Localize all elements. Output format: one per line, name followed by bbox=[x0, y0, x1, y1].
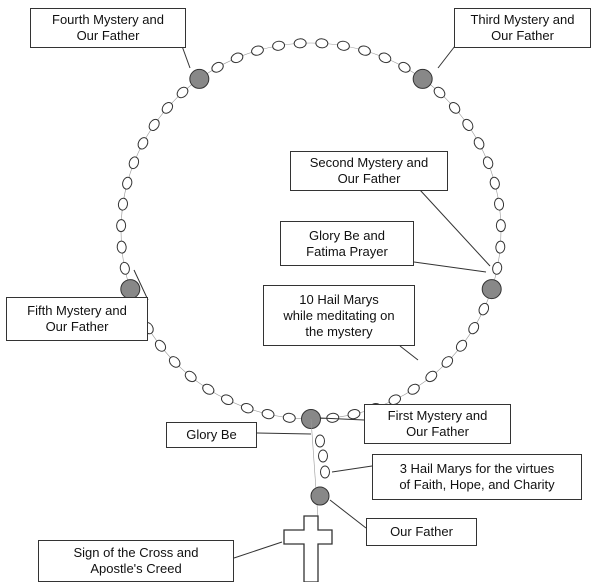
small-bead bbox=[462, 118, 474, 131]
small-bead bbox=[388, 394, 402, 406]
small-bead bbox=[272, 40, 286, 51]
small-bead bbox=[154, 339, 167, 352]
small-bead bbox=[122, 176, 133, 190]
small-bead bbox=[326, 412, 340, 423]
small-bead bbox=[448, 101, 461, 114]
leader-line bbox=[437, 45, 456, 69]
small-bead bbox=[168, 356, 181, 368]
small-bead bbox=[494, 197, 505, 211]
small-bead bbox=[489, 176, 500, 190]
small-bead bbox=[211, 61, 224, 73]
small-bead bbox=[148, 118, 160, 131]
small-bead bbox=[347, 409, 361, 420]
small-bead bbox=[251, 45, 264, 56]
small-bead bbox=[398, 61, 411, 73]
small-bead bbox=[482, 156, 494, 170]
small-bead bbox=[492, 261, 503, 275]
small-bead bbox=[117, 197, 128, 211]
label-glory-be-fatima: Glory Be and Fatima Prayer bbox=[280, 221, 414, 266]
small-bead bbox=[161, 101, 174, 114]
small-bead bbox=[320, 465, 330, 479]
label-glory-be: Glory Be bbox=[166, 422, 257, 448]
small-bead bbox=[495, 240, 506, 254]
small-bead bbox=[455, 339, 468, 352]
large-bead bbox=[412, 68, 433, 89]
label-sign-of-cross: Sign of the Cross and Apostle's Creed bbox=[38, 540, 234, 582]
small-bead bbox=[407, 383, 420, 395]
small-bead bbox=[230, 52, 244, 64]
small-bead bbox=[116, 240, 127, 254]
large-bead bbox=[189, 68, 210, 89]
small-bead bbox=[220, 394, 234, 406]
leader-line bbox=[233, 541, 283, 559]
label-second-mystery: Second Mystery and Our Father bbox=[290, 151, 448, 191]
large-bead bbox=[120, 279, 141, 300]
leader-line bbox=[256, 432, 312, 435]
small-bead bbox=[441, 356, 454, 368]
label-third-mystery: Third Mystery and Our Father bbox=[454, 8, 591, 48]
label-fourth-mystery: Fourth Mystery and Our Father bbox=[30, 8, 186, 48]
label-three-hail-marys: 3 Hail Marys for the virtues of Faith, H… bbox=[372, 454, 582, 500]
small-bead bbox=[282, 412, 296, 423]
small-bead bbox=[358, 45, 371, 56]
small-bead bbox=[315, 38, 329, 49]
small-bead bbox=[240, 402, 254, 414]
label-our-father: Our Father bbox=[366, 518, 477, 546]
rosary-pendant bbox=[310, 418, 330, 519]
large-bead bbox=[481, 279, 502, 300]
small-bead bbox=[116, 219, 127, 233]
small-bead bbox=[433, 86, 446, 99]
small-bead bbox=[318, 449, 328, 463]
small-bead bbox=[495, 219, 506, 233]
label-first-mystery: First Mystery and Our Father bbox=[364, 404, 511, 444]
crucifix-icon bbox=[283, 515, 333, 582]
crucifix-shape bbox=[283, 515, 333, 582]
small-bead bbox=[473, 137, 485, 150]
small-bead bbox=[119, 261, 130, 275]
leader-line bbox=[319, 417, 365, 421]
small-bead bbox=[184, 370, 197, 383]
label-fifth-mystery: Fifth Mystery and Our Father bbox=[6, 297, 148, 341]
small-bead bbox=[176, 86, 189, 99]
leader-line bbox=[419, 189, 491, 267]
leader-line bbox=[331, 465, 373, 473]
leader-lines bbox=[133, 45, 491, 559]
label-ten-hail-marys: 10 Hail Marys while meditating on the my… bbox=[263, 285, 415, 346]
small-bead bbox=[425, 370, 438, 383]
small-bead bbox=[468, 321, 480, 335]
small-bead bbox=[315, 434, 325, 448]
leader-line bbox=[133, 269, 149, 301]
small-bead bbox=[378, 52, 392, 64]
small-bead bbox=[293, 38, 307, 49]
leader-line bbox=[399, 345, 419, 361]
small-bead bbox=[137, 137, 149, 150]
small-bead bbox=[128, 156, 140, 170]
small-bead bbox=[336, 40, 350, 51]
large-bead bbox=[310, 486, 330, 506]
small-bead bbox=[478, 302, 490, 316]
leader-line bbox=[329, 499, 367, 529]
small-bead bbox=[202, 383, 215, 395]
small-bead bbox=[261, 409, 275, 420]
leader-line bbox=[181, 45, 191, 69]
leader-line bbox=[413, 261, 487, 273]
